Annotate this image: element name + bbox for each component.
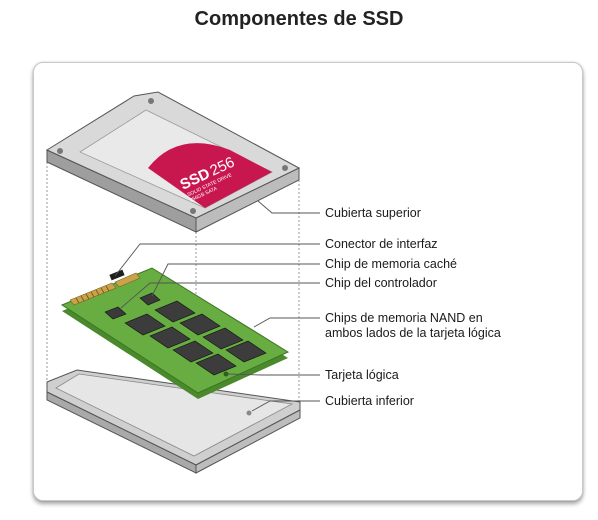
label-top-cover: Cubierta superior bbox=[325, 206, 421, 220]
label-bottom-cover: Cubierta inferior bbox=[325, 394, 414, 408]
logic-board bbox=[60, 267, 290, 399]
leader-lines bbox=[114, 200, 320, 412]
page-title: Componentes de SSD bbox=[194, 8, 404, 30]
label-controller-chip: Chip del controlador bbox=[325, 276, 437, 290]
interface-connector bbox=[69, 269, 141, 306]
top-cover: SSD 256 SOLID STATE DRIVE 256GB SATA bbox=[45, 91, 301, 233]
label-nand-line2: ambos lados de la tarjeta lógica bbox=[325, 326, 501, 340]
bottom-cover bbox=[46, 369, 301, 474]
controller-chip bbox=[104, 306, 127, 320]
label-cache-chip: Chip de memoria caché bbox=[325, 257, 457, 271]
label-interface-connector: Conector de interfaz bbox=[325, 237, 438, 251]
label-nand-line1: Chips de memoria NAND en bbox=[325, 311, 483, 325]
alignment-guides bbox=[46, 162, 300, 467]
cache-chip bbox=[139, 292, 161, 306]
drive-label-graphic bbox=[148, 143, 272, 208]
label-logic-board: Tarjeta lógica bbox=[325, 368, 399, 382]
nand-chips bbox=[124, 300, 267, 376]
